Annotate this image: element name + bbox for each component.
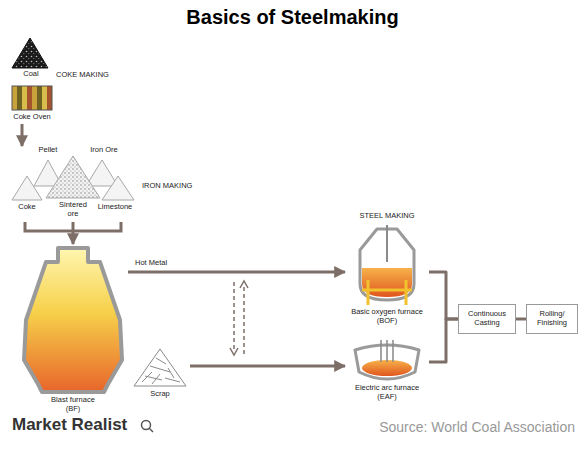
section-label: COKE MAKING (56, 70, 109, 79)
coke-oven: Coke Oven (8, 82, 56, 124)
flow-connector (516, 318, 526, 321)
part-label: Coke Oven (8, 113, 56, 122)
basic-oxygen-furnace (362, 280, 412, 305)
section-label: IRON MAKING (142, 181, 192, 190)
scrap-pile (134, 349, 186, 386)
blast-furnace (24, 248, 122, 392)
coal-pile (12, 38, 48, 68)
blast-furnace (24, 248, 122, 392)
scrap-pile (142, 358, 180, 384)
part-label: Basic oxygen furnace (BOF) (347, 308, 427, 325)
process-label: Continuous Casting (459, 310, 515, 327)
process-box: Rolling/ Finishing (526, 304, 578, 334)
dashed-transfer-arrows (240, 281, 248, 288)
blast-furnace: Blast furnace (BF) (18, 244, 128, 416)
dashed-transfer-arrows (230, 281, 248, 355)
electric-arc-furnace (362, 360, 412, 376)
scrap-pile: Scrap (130, 344, 190, 400)
dashed-transfer-arrows (233, 282, 235, 350)
raw-materials: Pellet Iron OreCoke Sintered oreLimestone (10, 146, 136, 222)
raw-material-piles (86, 160, 118, 186)
part-label: Limestone (94, 203, 136, 212)
source-note: Source: World Coal Association (379, 419, 575, 435)
raw-material-piles (46, 156, 100, 198)
flow-connector (429, 272, 458, 319)
part-label: Pellet (28, 146, 68, 155)
coke-oven (27, 86, 32, 110)
coke-oven (12, 86, 52, 110)
coke-oven (32, 86, 37, 110)
scrap-pile (134, 349, 186, 386)
coal-pile: Coal (8, 34, 54, 80)
process-box: Continuous Casting (458, 304, 516, 334)
coke-oven (12, 86, 52, 110)
logo-magnifier (142, 421, 154, 433)
coke-oven (12, 86, 17, 110)
dashed-transfer-arrows (243, 286, 245, 354)
raw-material-piles (102, 176, 134, 200)
electric-arc-furnace (355, 340, 419, 379)
basic-oxygen-furnace (386, 225, 388, 262)
diagram-title: Basics of Steelmaking (0, 6, 585, 29)
flow-connector (72, 222, 75, 244)
flow-connector (190, 365, 345, 368)
raw-material-piles (12, 156, 134, 200)
process-label: Rolling/ Finishing (527, 310, 577, 327)
logo-magnifier (149, 428, 153, 432)
electric-arc-furnace (381, 340, 393, 362)
coke-oven (42, 86, 47, 110)
part-label: Iron Ore (82, 146, 126, 155)
brand-watermark: Market Realist (12, 415, 127, 435)
part-label: STEEL MAKING (345, 212, 429, 221)
electric-arc-furnace: Electric arc furnace (EAF) (345, 338, 429, 404)
part-label: Sintered ore (54, 201, 92, 218)
raw-material-piles (12, 176, 42, 200)
connector-label: Hot Metal (134, 258, 168, 267)
coke-oven (47, 86, 52, 110)
part-label: Blast furnace (BF) (43, 396, 103, 413)
part-label: Coal (8, 70, 54, 79)
part-label: Coke (10, 203, 44, 212)
flow-connector (21, 124, 24, 146)
part-label: Electric arc furnace (EAF) (347, 384, 427, 401)
coal-pile (12, 38, 48, 68)
flow-connector (128, 271, 345, 274)
basic-oxygen-furnace (360, 225, 414, 305)
dashed-transfer-arrows (230, 348, 238, 355)
coke-oven (37, 86, 42, 110)
coke-oven (22, 86, 27, 110)
basic-oxygen-furnace: STEEL MAKING Basic oxygen furnace (BOF) (345, 212, 429, 330)
coke-oven (17, 86, 22, 110)
part-label: Scrap (130, 390, 190, 399)
flow-connector (429, 319, 458, 362)
